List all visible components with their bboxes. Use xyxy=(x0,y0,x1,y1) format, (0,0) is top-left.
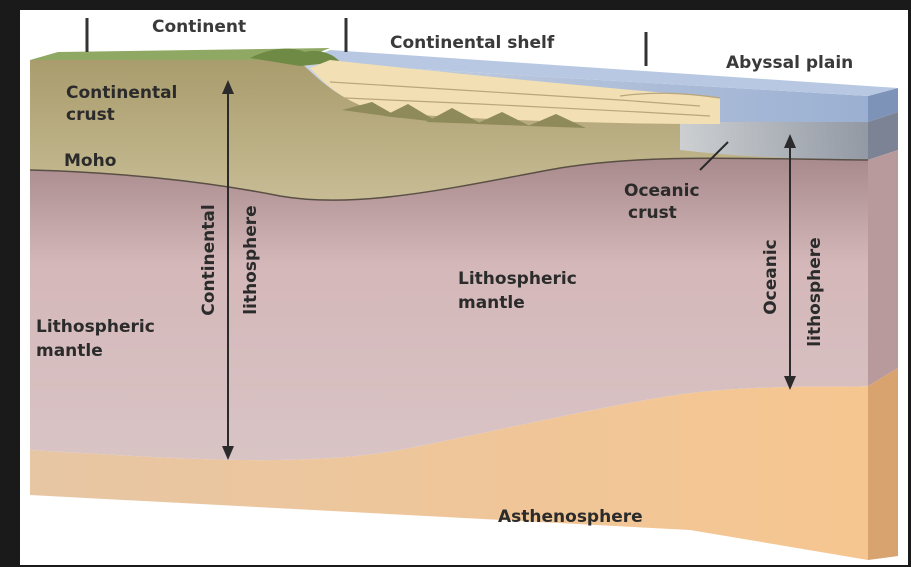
oceanic-crust-label-line-2: crust xyxy=(628,204,677,223)
right-face-asthenosphere xyxy=(868,368,898,560)
lithospheric-mantle-center-label-line-2: mantle xyxy=(458,294,525,313)
right-face-mantle xyxy=(868,150,898,386)
continent-label: Continent xyxy=(152,18,246,37)
continental-crust-label-line-2: crust xyxy=(66,106,115,125)
moho-label: Moho xyxy=(64,152,116,171)
continental-lithosphere-label-line-2: lithosphere xyxy=(242,200,261,320)
oceanic-lithosphere-label-line-2: lithosphere xyxy=(806,222,825,362)
asthenosphere-label: Asthenosphere xyxy=(498,508,643,527)
abyssal-plain-label: Abyssal plain xyxy=(726,54,853,73)
lithospheric-mantle-left-label-line-2: mantle xyxy=(36,342,103,361)
oceanic-crust-label-line-1: Oceanic xyxy=(624,182,700,201)
lithospheric-mantle-center-label-line-1: Lithospheric xyxy=(458,270,577,289)
lithospheric-mantle-left-label-line-1: Lithospheric xyxy=(36,318,155,337)
continental-shelf-label: Continental shelf xyxy=(390,34,554,53)
oceanic-lithosphere-label-line-1: Oceanic xyxy=(762,222,781,332)
continental-crust-label-line-1: Continental xyxy=(66,84,177,103)
continental-lithosphere-label-line-1: Continental xyxy=(200,200,219,320)
